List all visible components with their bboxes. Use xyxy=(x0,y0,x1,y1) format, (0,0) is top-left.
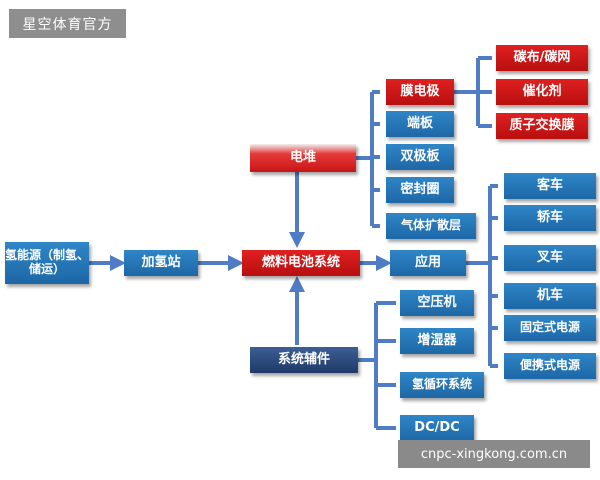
node-dc-dc: DC/DC xyxy=(400,415,474,441)
mea-branch-lines xyxy=(454,56,492,128)
node-bipolar-plate: 双极板 xyxy=(386,144,454,170)
node-seal-ring: 密封圈 xyxy=(386,177,454,203)
node-membrane-electrode: 膜电极 xyxy=(386,79,454,105)
application-branch-lines xyxy=(466,184,498,368)
node-hydrogen-energy: 氢能源（制氢、储运） xyxy=(5,242,89,284)
node-carbon-cloth: 碳布/碳网 xyxy=(496,45,588,71)
stack-branch-lines xyxy=(356,90,380,228)
node-stack: 电堆 xyxy=(250,144,356,172)
node-gas-diffusion-layer: 气体扩散层 xyxy=(386,213,476,239)
node-portable-power: 便携式电源 xyxy=(504,353,596,379)
aux-branch-lines xyxy=(358,301,396,430)
node-catalyst: 催化剂 xyxy=(496,79,588,105)
watermark-top-left: 星空体育官方 xyxy=(9,9,126,38)
node-fuel-cell-system: 燃料电池系统 xyxy=(242,250,360,276)
node-refueling-station: 加氢站 xyxy=(124,250,198,276)
node-application: 应用 xyxy=(390,250,466,276)
node-end-plate: 端板 xyxy=(386,111,454,137)
node-bus: 客车 xyxy=(504,173,596,199)
node-air-compressor: 空压机 xyxy=(400,290,474,316)
node-stationary-power: 固定式电源 xyxy=(504,315,596,341)
node-auxiliary: 系统辅件 xyxy=(250,347,358,373)
node-car: 轿车 xyxy=(504,205,596,231)
node-locomotive: 机车 xyxy=(504,283,596,309)
node-forklift: 叉车 xyxy=(504,245,596,271)
watermark-bottom-right: cnpc-xingkong.com.cn xyxy=(398,440,590,468)
node-humidifier: 增湿器 xyxy=(400,328,474,354)
node-hydrogen-recirculation: 氢循环系统 xyxy=(400,372,484,398)
node-proton-exchange-membrane: 质子交换膜 xyxy=(496,113,588,139)
